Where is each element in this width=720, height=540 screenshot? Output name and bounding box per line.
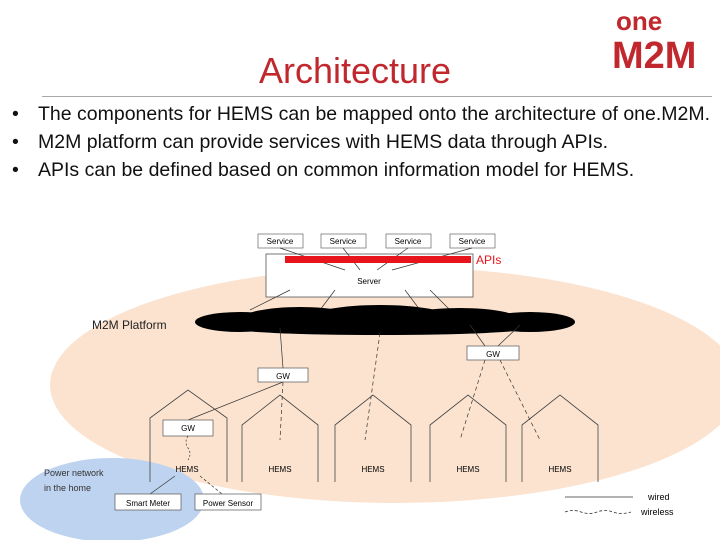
smart-meter-box: Smart Meter xyxy=(114,493,182,511)
bullet-item: •APIs can be defined based on common inf… xyxy=(12,159,635,181)
logo-line1: one xyxy=(616,8,662,36)
network-cloud xyxy=(195,305,575,335)
m2m-platform-label: M2M Platform xyxy=(92,318,167,332)
gateway-box: GW xyxy=(257,367,309,383)
legend-wireless-line xyxy=(564,510,632,514)
gateway-box: GW xyxy=(162,419,214,437)
gateway-box: GW xyxy=(466,345,520,361)
smart-meter-label: Smart Meter xyxy=(126,499,170,508)
bullet-item: •The components for HEMS can be mapped o… xyxy=(12,103,711,125)
power-sensor-box: Power Sensor xyxy=(194,493,262,511)
bullet-item: •M2M platform can provide services with … xyxy=(12,131,609,153)
hems-label: HEMS xyxy=(361,465,384,474)
legend-wired-label: wired xyxy=(647,492,670,502)
server-links xyxy=(249,289,451,311)
bullet-text: The components for HEMS can be mapped on… xyxy=(38,103,711,125)
house-outline xyxy=(149,389,228,482)
gateway-label: GW xyxy=(486,350,500,359)
network-links xyxy=(187,324,541,441)
houses xyxy=(149,389,599,482)
service-box: Service xyxy=(449,233,496,249)
server-label: Server xyxy=(357,277,381,286)
service-box: Service xyxy=(320,233,367,249)
api-bar xyxy=(285,256,471,263)
service-box: Service xyxy=(385,233,432,249)
apis-label: APIs xyxy=(476,253,501,267)
bullet-text: APIs can be defined based on common info… xyxy=(38,159,635,181)
house-outline xyxy=(334,394,412,482)
service-label: Service xyxy=(330,237,357,246)
logo-line2: M2M xyxy=(612,35,696,72)
page-title: Architecture xyxy=(258,50,452,91)
wireless-link xyxy=(185,435,191,461)
gateway-label: GW xyxy=(276,372,290,381)
service-label: Service xyxy=(395,237,422,246)
service-label: Service xyxy=(459,237,486,246)
house-outline xyxy=(429,394,507,482)
title-divider xyxy=(42,96,712,97)
service-label: Service xyxy=(267,237,294,246)
house-outline xyxy=(521,394,599,482)
home-network-area xyxy=(20,458,204,540)
power-sensor-label: Power Sensor xyxy=(203,499,254,508)
bullet-text: M2M platform can provide services with H… xyxy=(38,131,609,153)
service-box: Service xyxy=(257,233,304,249)
home-network-label-line1: Power network xyxy=(44,468,104,478)
house-outline xyxy=(241,394,319,482)
gateway-label: GW xyxy=(181,424,195,433)
legend-wireless-label: wireless xyxy=(640,507,674,517)
hems-label: HEMS xyxy=(456,465,479,474)
device-links xyxy=(149,475,223,495)
hems-label: HEMS xyxy=(175,465,198,474)
onem2m-logo: one M2M xyxy=(612,8,696,72)
bullet-list: •The components for HEMS can be mapped o… xyxy=(10,100,715,184)
legend: wired wireless xyxy=(564,492,674,517)
hems-label: HEMS xyxy=(548,465,571,474)
hems-label: HEMS xyxy=(268,465,291,474)
home-network-label-line2: in the home xyxy=(44,483,91,493)
